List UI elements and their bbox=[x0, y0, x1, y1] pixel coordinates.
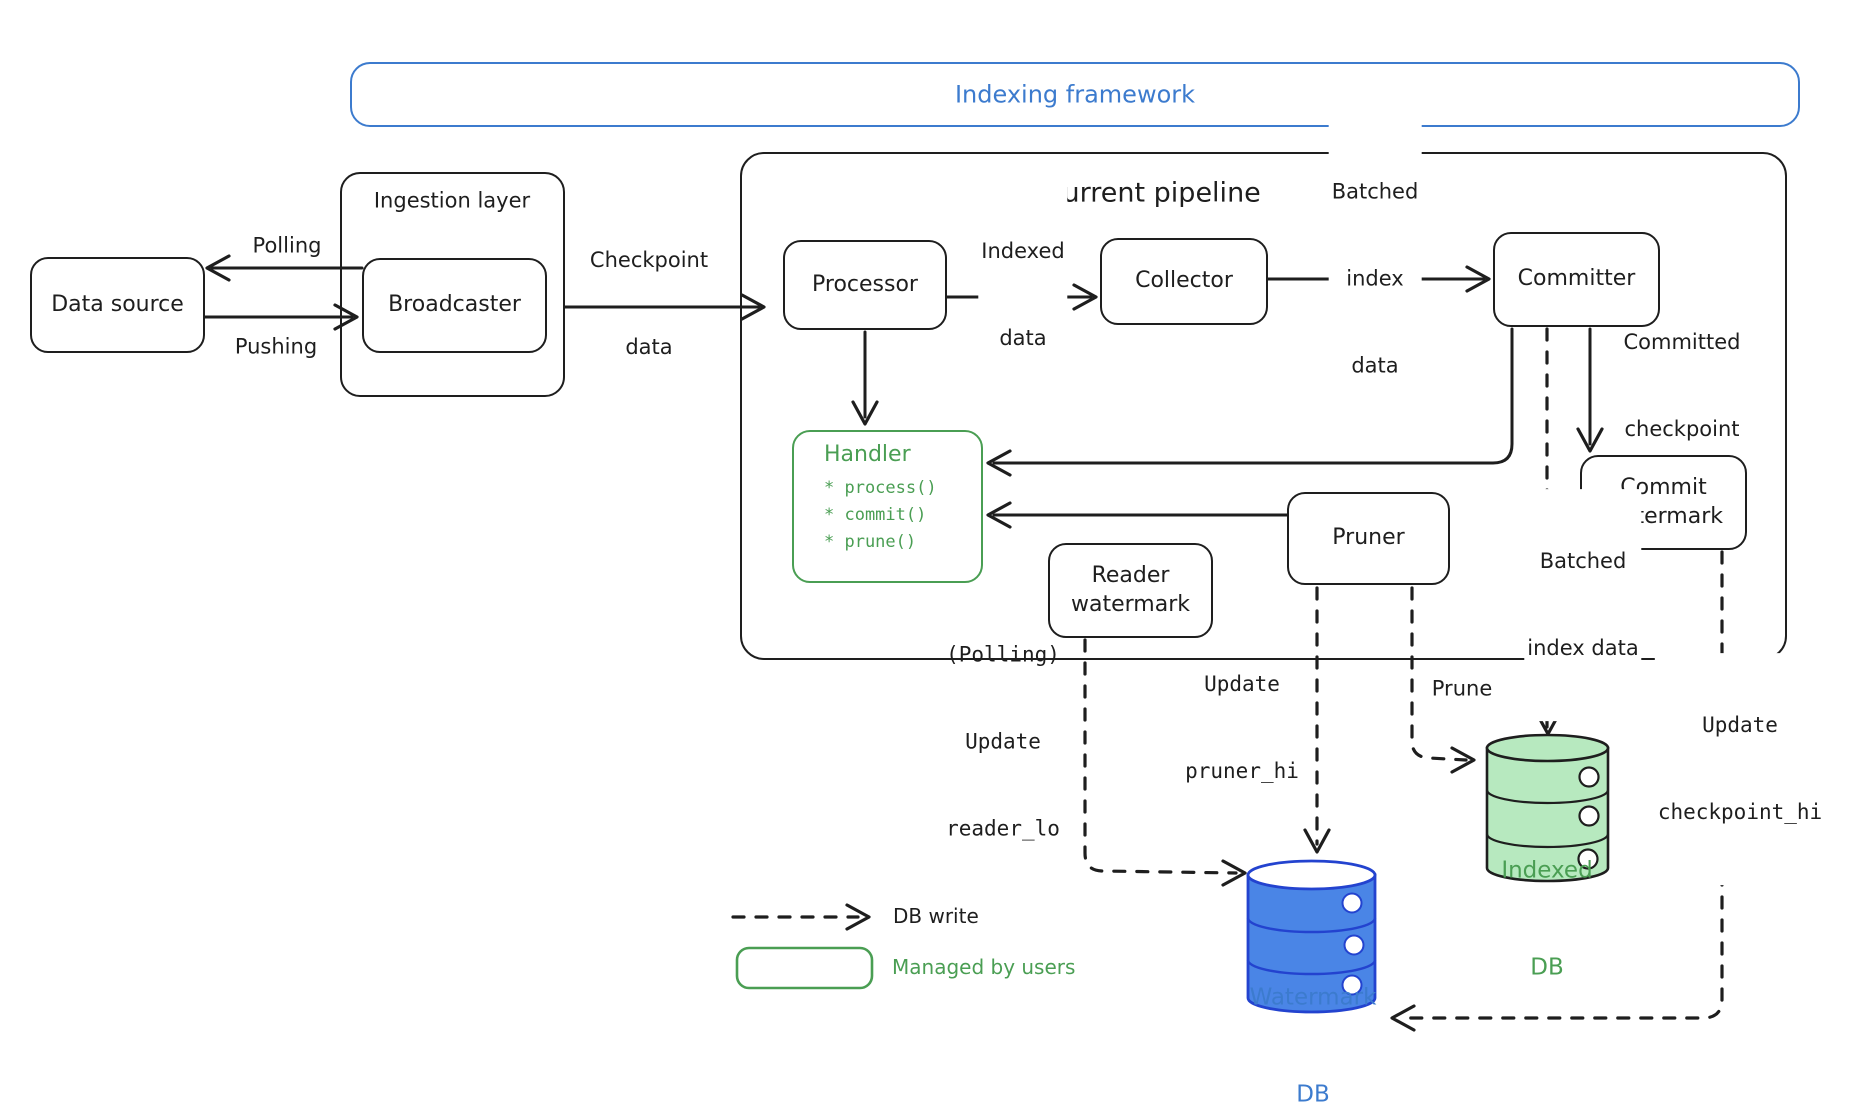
indexing-framework-frame bbox=[350, 62, 1800, 127]
pruner-node: Pruner bbox=[1287, 492, 1450, 585]
indexed-db-divider2 bbox=[1485, 833, 1610, 849]
handler-method-commit: * commit() bbox=[824, 505, 927, 525]
committed-checkpoint-line2: checkpoint bbox=[1624, 416, 1740, 441]
indexed-db-cylinder bbox=[1485, 733, 1610, 883]
handler-node bbox=[792, 430, 983, 583]
indexed-db-line1: Indexed bbox=[1501, 857, 1593, 884]
update-reader-lo-line1: (Polling) bbox=[946, 642, 1060, 667]
watermark-db-dot1 bbox=[1341, 892, 1363, 914]
committer-label: Committer bbox=[1517, 266, 1636, 292]
prune-dashed-line bbox=[1410, 586, 1468, 762]
broadcaster-label: Broadcaster bbox=[388, 292, 521, 318]
collector-node: Collector bbox=[1100, 238, 1268, 325]
reader-watermark-line2: watermark bbox=[1071, 591, 1190, 617]
watermark-db-line1: Watermark bbox=[1249, 984, 1377, 1011]
batched-index-data-db-label: Batched index data bbox=[1524, 489, 1642, 721]
prune-label: Prune bbox=[1431, 676, 1493, 701]
batched-db-line1: Batched bbox=[1539, 549, 1627, 574]
legend-arrowhead-icon bbox=[845, 903, 871, 931]
batched-index-line1: Batched bbox=[1331, 179, 1419, 204]
collector-label: Collector bbox=[1135, 268, 1233, 294]
checkpoint-data-label: Checkpoint data bbox=[590, 188, 708, 420]
update-pruner-hi-line2: pruner_hi bbox=[1185, 758, 1299, 783]
indexed-data-line1: Indexed bbox=[981, 239, 1065, 264]
data-source-label: Data source bbox=[51, 291, 184, 317]
processor-node: Processor bbox=[783, 240, 947, 330]
legend-managed-by-users-label: Managed by users bbox=[892, 955, 1076, 980]
handler-method-process: * process() bbox=[824, 478, 937, 498]
handler-content: Handler * process() * commit() * prune() bbox=[824, 442, 937, 556]
indexed-db-label: Indexed DB bbox=[1501, 790, 1592, 1048]
batched-index-line3: data bbox=[1351, 353, 1399, 378]
handler-top-arrowhead-icon bbox=[851, 400, 879, 426]
pruner-hi-arrowhead-icon bbox=[1303, 828, 1331, 854]
polling-label: Polling bbox=[252, 233, 322, 258]
prune-arrowhead-icon bbox=[1450, 746, 1476, 774]
indexed-data-line2: data bbox=[999, 325, 1047, 350]
ingestion-layer-title: Ingestion layer bbox=[373, 188, 531, 213]
checkpoint-hi-arrowhead-icon bbox=[1390, 1004, 1416, 1032]
broadcaster-node: Broadcaster bbox=[362, 258, 547, 353]
indexing-framework-title: Indexing framework bbox=[954, 80, 1196, 109]
watermark-db-top bbox=[1246, 859, 1377, 891]
reader-watermark-line1: Reader bbox=[1091, 562, 1170, 588]
indexed-data-label: Indexed data bbox=[978, 179, 1068, 411]
committer-to-handler-line bbox=[992, 327, 1514, 465]
update-reader-lo-dashed-line bbox=[1083, 638, 1238, 875]
indexed-db-dot1 bbox=[1578, 766, 1600, 788]
update-pruner-hi-label: Update pruner_hi bbox=[1185, 612, 1299, 844]
handler-title: Handler bbox=[824, 442, 911, 467]
update-checkpoint-hi-dashed-line bbox=[1398, 550, 1724, 1020]
reader-lo-arrowhead-icon bbox=[1221, 859, 1247, 887]
update-checkpoint-hi-line2: checkpoint_hi bbox=[1657, 799, 1823, 824]
update-reader-lo-line2: Update bbox=[965, 729, 1041, 754]
pruner-label: Pruner bbox=[1332, 525, 1405, 551]
update-checkpoint-hi-label: Update checkpoint_hi bbox=[1654, 653, 1826, 885]
commit-watermark-arrowhead-icon bbox=[1576, 427, 1604, 453]
indexed-db-top bbox=[1485, 733, 1610, 763]
watermark-db-divider1 bbox=[1246, 917, 1377, 934]
reader-watermark-node: Reader watermark bbox=[1048, 543, 1213, 638]
committed-checkpoint-label: Committed checkpoint bbox=[1624, 270, 1741, 502]
watermark-db-dot2 bbox=[1343, 934, 1365, 956]
data-source-node: Data source bbox=[30, 257, 205, 353]
indexed-db-divider1 bbox=[1485, 789, 1610, 805]
pushing-label: Pushing bbox=[234, 334, 318, 359]
checkpoint-data-line2: data bbox=[625, 334, 673, 359]
batched-index-line2: index bbox=[1346, 266, 1404, 291]
handler-method-prune: * prune() bbox=[824, 532, 917, 552]
batched-index-data-label: Batched index data bbox=[1328, 119, 1422, 439]
polling-arrowhead-icon bbox=[205, 254, 231, 282]
legend-db-write-label: DB write bbox=[893, 904, 979, 929]
committer-node: Committer bbox=[1493, 232, 1660, 327]
indexed-data-arrowhead-icon bbox=[1072, 283, 1098, 311]
checkpoint-data-line1: Checkpoint bbox=[589, 248, 709, 273]
watermark-db-label: Watermark DB bbox=[1250, 917, 1377, 1102]
indexed-db-dot2 bbox=[1578, 805, 1600, 827]
update-reader-lo-label: (Polling) Update reader_lo bbox=[946, 583, 1060, 902]
update-checkpoint-hi-line1: Update bbox=[1702, 713, 1778, 738]
handler-right-arrowhead2-icon bbox=[986, 501, 1012, 529]
checkpoint-arrowhead-icon bbox=[740, 293, 766, 321]
pushing-arrowhead-icon bbox=[333, 303, 359, 331]
watermark-db-divider2 bbox=[1246, 959, 1377, 976]
watermark-db-body bbox=[1246, 873, 1377, 1014]
committed-checkpoint-line1: Committed bbox=[1623, 330, 1741, 355]
update-pruner-hi-line1: Update bbox=[1204, 672, 1280, 697]
indexed-db-dot3 bbox=[1577, 848, 1599, 870]
batched-db-line2: index data bbox=[1527, 635, 1639, 660]
batched-index-arrowhead-icon bbox=[1465, 265, 1491, 293]
watermark-db-line2: DB bbox=[1296, 1081, 1330, 1102]
indexed-db-line2: DB bbox=[1530, 954, 1564, 981]
indexed-db-body bbox=[1485, 746, 1610, 883]
processor-label: Processor bbox=[812, 271, 918, 297]
legend-managed-box bbox=[735, 946, 874, 990]
update-reader-lo-line3: reader_lo bbox=[946, 816, 1060, 841]
handler-right-arrowhead1-icon bbox=[986, 449, 1012, 477]
watermark-db-cylinder bbox=[1246, 859, 1377, 1014]
watermark-db-dot3 bbox=[1341, 974, 1363, 996]
